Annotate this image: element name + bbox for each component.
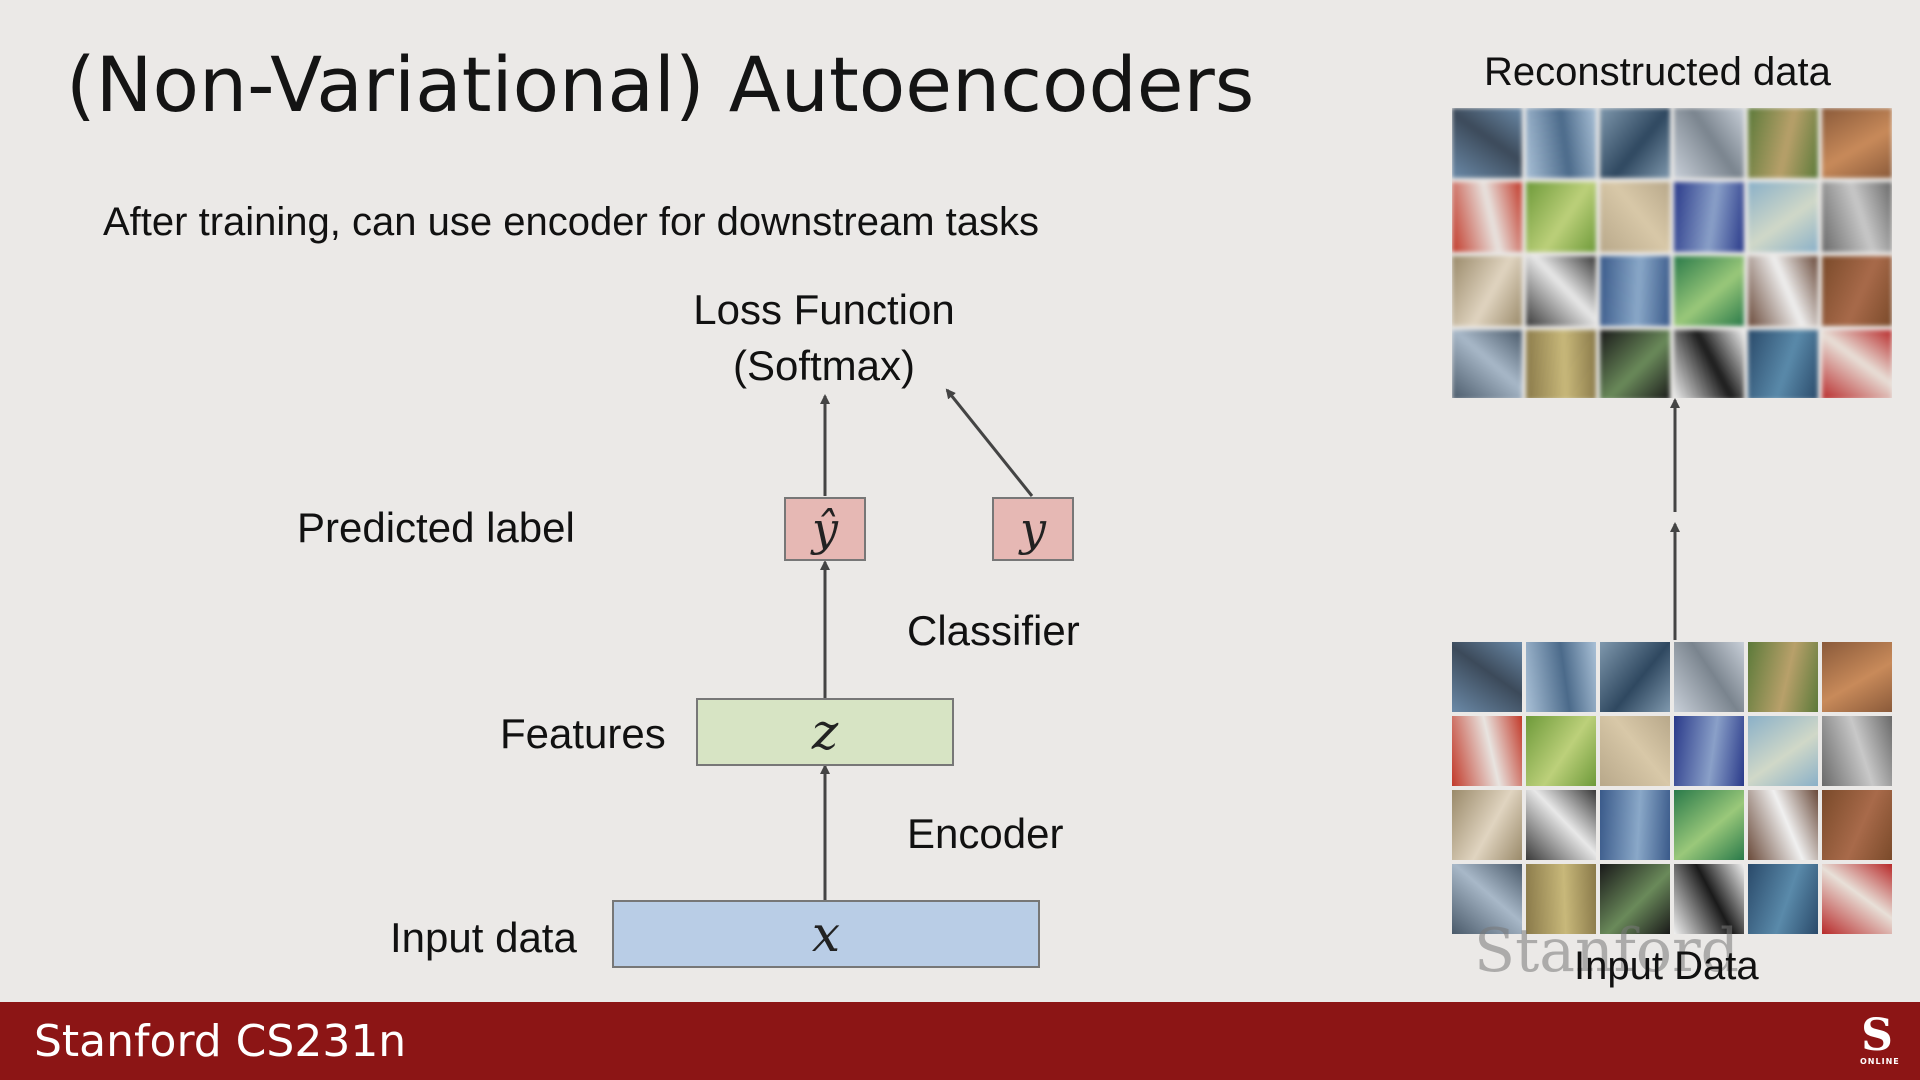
reconstructed-thumbnail	[1748, 256, 1818, 326]
input-thumbnail	[1526, 716, 1596, 786]
classifier-label: Classifier	[907, 607, 1080, 654]
input-thumbnail	[1748, 716, 1818, 786]
course-name: Stanford CS231n	[34, 1016, 407, 1067]
reconstructed-thumbnail	[1822, 330, 1892, 398]
input-thumbnail	[1526, 864, 1596, 934]
input-thumbnail	[1674, 642, 1744, 712]
reconstructed-thumbnail	[1452, 330, 1522, 398]
input-thumbnail	[1600, 790, 1670, 860]
slide-title: (Non-Variational) Autoencoders	[66, 40, 1255, 129]
reconstructed-thumbnail	[1674, 256, 1744, 326]
input-thumbnail	[1748, 864, 1818, 934]
reconstructed-thumbnail	[1674, 182, 1744, 252]
reconstructed-thumbnail	[1674, 330, 1744, 398]
reconstructed-thumbnail	[1748, 330, 1818, 398]
input-thumbnail	[1452, 790, 1522, 860]
input-image-grid	[1452, 642, 1892, 938]
predicted-label-text: Predicted label	[297, 504, 575, 551]
loss-function-subtitle: (Softmax)	[732, 342, 916, 389]
input-thumbnail	[1674, 864, 1744, 934]
input-thumbnail	[1600, 716, 1670, 786]
reconstructed-thumbnail	[1600, 256, 1670, 326]
reconstructed-thumbnail	[1822, 182, 1892, 252]
reconstructed-thumbnail	[1526, 182, 1596, 252]
reconstructed-thumbnail	[1600, 108, 1670, 178]
encoder-label: Encoder	[907, 810, 1064, 857]
input-thumbnail	[1674, 790, 1744, 860]
slide-subtitle: After training, can use encoder for down…	[103, 200, 1040, 244]
loss-function-label: Loss Function (Softmax)	[674, 282, 974, 394]
logo-letter: S	[1861, 1010, 1893, 1061]
input-thumbnail	[1452, 642, 1522, 712]
input-thumbnail	[1822, 642, 1892, 712]
loss-function-title: Loss Function	[693, 286, 955, 333]
reconstructed-image-grid	[1452, 108, 1892, 398]
input-box: x	[612, 900, 1040, 968]
input-thumbnail	[1452, 864, 1522, 934]
input-data-grid-label: Input Data	[1574, 944, 1759, 988]
features-label: Features	[500, 710, 666, 757]
stanford-logo: S ONLINE	[1860, 1014, 1900, 1066]
arrow-label-to-loss	[945, 388, 1034, 497]
reconstructed-thumbnail	[1526, 108, 1596, 178]
input-thumbnail	[1822, 716, 1892, 786]
reconstructed-thumbnail	[1822, 108, 1892, 178]
input-thumbnail	[1822, 864, 1892, 934]
input-data-label: Input data	[390, 914, 577, 961]
input-thumbnail	[1600, 642, 1670, 712]
reconstructed-thumbnail	[1600, 182, 1670, 252]
stanford-watermark: Stanford	[1474, 916, 1740, 986]
reconstructed-data-label: Reconstructed data	[1484, 50, 1831, 94]
footer-bar	[0, 1002, 1920, 1080]
reconstructed-thumbnail	[1822, 256, 1892, 326]
input-thumbnail	[1526, 642, 1596, 712]
reconstructed-thumbnail	[1452, 256, 1522, 326]
reconstructed-thumbnail	[1600, 330, 1670, 398]
reconstructed-thumbnail	[1748, 108, 1818, 178]
logo-caption: ONLINE	[1860, 1057, 1900, 1066]
input-thumbnail	[1526, 790, 1596, 860]
reconstructed-thumbnail	[1452, 108, 1522, 178]
features-box: z	[696, 698, 954, 766]
reconstructed-thumbnail	[1526, 330, 1596, 398]
ground-truth-box: y	[992, 497, 1074, 561]
reconstructed-thumbnail	[1748, 182, 1818, 252]
input-thumbnail	[1674, 716, 1744, 786]
input-thumbnail	[1748, 790, 1818, 860]
reconstructed-thumbnail	[1452, 182, 1522, 252]
input-thumbnail	[1600, 864, 1670, 934]
reconstructed-thumbnail	[1526, 256, 1596, 326]
reconstructed-thumbnail	[1674, 108, 1744, 178]
input-thumbnail	[1822, 790, 1892, 860]
input-thumbnail	[1452, 716, 1522, 786]
prediction-box: ŷ	[784, 497, 866, 561]
input-thumbnail	[1748, 642, 1818, 712]
